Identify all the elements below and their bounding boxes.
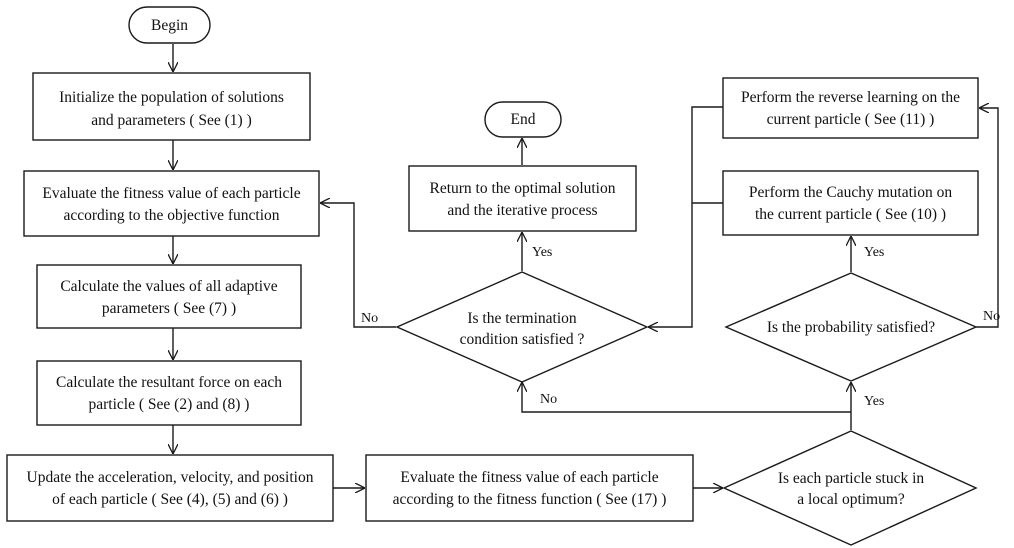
- init-label-line1: Initialize the population of solutions: [59, 89, 284, 106]
- return-optimal-box: Return to the optimal solution and the i…: [408, 165, 637, 232]
- evaluate-fitness-label-line1: Evaluate the fitness value of each parti…: [400, 469, 658, 486]
- init-box: Initialize the population of solutions a…: [32, 72, 311, 141]
- end-node: End: [484, 101, 562, 138]
- probability-decision: Is the probability satisfied?: [724, 272, 978, 382]
- begin-node: Begin: [128, 6, 211, 44]
- cauchy-label-line1: Perform the Cauchy mutation on: [749, 184, 952, 201]
- calc-force-label-line2: particle ( See (2) and (8) ): [89, 396, 250, 413]
- stuck-yes-label: Yes: [864, 394, 884, 409]
- termination-decision-label-line2: condition satisfied ?: [460, 331, 585, 348]
- reverse-box: Perform the reverse learning on the curr…: [722, 77, 979, 139]
- reverse-label-line1: Perform the reverse learning on the: [741, 89, 960, 106]
- begin-label: Begin: [151, 17, 188, 34]
- stuck-decision: Is each particle stuck in a local optimu…: [722, 430, 978, 546]
- stuck-decision-label-line2: a local optimum?: [797, 491, 905, 508]
- evaluate-fitness-box: Evaluate the fitness value of each parti…: [365, 454, 694, 522]
- update-box: Update the acceleration, velocity, and p…: [6, 454, 334, 522]
- probability-no-label: No: [983, 309, 1000, 324]
- evaluate-objective-label-line1: Evaluate the fitness value of each parti…: [42, 185, 300, 202]
- calc-adaptive-label-line2: parameters ( See (7) ): [102, 300, 236, 317]
- update-label-line2: of each particle ( See (4), (5) and (6) …: [52, 491, 288, 508]
- termination-no-label: No: [361, 311, 378, 326]
- reverse-label-line2: current particle ( See (11) ): [767, 111, 935, 128]
- probability-decision-label: Is the probability satisfied?: [767, 319, 935, 336]
- evaluate-objective-box: Evaluate the fitness value of each parti…: [23, 170, 320, 237]
- evaluate-fitness-label-line2: according to the fitness function ( See …: [393, 491, 667, 508]
- init-label-line2: and parameters ( See (1) ): [91, 112, 252, 129]
- calc-force-box: Calculate the resultant force on each pa…: [36, 360, 302, 426]
- edge-termination-no-to-evaluate: [320, 203, 396, 328]
- calc-adaptive-label-line1: Calculate the values of all adaptive: [60, 278, 277, 295]
- cauchy-label-line2: the current particle ( See (10) ): [755, 206, 946, 223]
- evaluate-objective-label-line2: according to the objective function: [63, 207, 279, 224]
- edges: [173, 44, 999, 488]
- termination-decision: Is the termination condition satisfied ?: [395, 271, 649, 383]
- return-optimal-label-line2: and the iterative process: [447, 202, 597, 219]
- stuck-no-label: No: [540, 392, 557, 407]
- calc-adaptive-box: Calculate the values of all adaptive par…: [36, 264, 302, 329]
- edge-stuck-no-to-termination: [522, 382, 851, 413]
- update-label-line1: Update the acceleration, velocity, and p…: [27, 469, 314, 486]
- stuck-decision-label-line1: Is each particle stuck in: [778, 470, 925, 487]
- probability-yes-label: Yes: [864, 245, 884, 260]
- calc-force-label-line1: Calculate the resultant force on each: [56, 374, 282, 391]
- termination-yes-label: Yes: [532, 245, 552, 260]
- end-label: End: [511, 111, 536, 128]
- edge-reverse-to-termination: [648, 106, 723, 327]
- cauchy-box: Perform the Cauchy mutation on the curre…: [722, 170, 979, 236]
- return-optimal-label-line1: Return to the optimal solution: [430, 180, 616, 197]
- termination-decision-label-line1: Is the termination: [467, 310, 577, 327]
- edge-probability-no-to-reverse: [976, 108, 999, 328]
- edge-labels: Yes No No Yes Yes No: [361, 245, 1000, 409]
